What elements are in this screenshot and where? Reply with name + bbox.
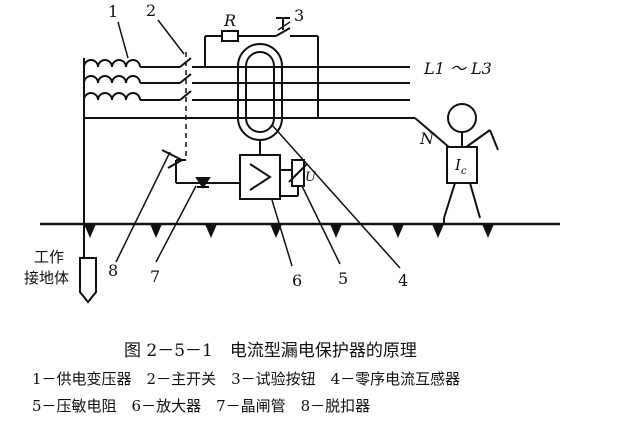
label-ct: 4: [398, 271, 408, 290]
label-neutral: N: [419, 129, 435, 148]
label-current: Ic: [454, 156, 467, 177]
label-ground-body-1: 工作: [34, 248, 64, 266]
transformer-coils: [83, 58, 141, 222]
main-switch: [179, 52, 192, 160]
amplifier: [239, 154, 292, 200]
label-button: 3: [294, 6, 304, 25]
label-ground-body-2: 接地体: [24, 269, 69, 287]
legend-line-2: 5－压敏电阻 6－放大器 7－晶闸管 8－脱扣器: [32, 397, 371, 415]
varistor: [280, 159, 308, 197]
diagram-labels: 1 2 3 4 5 6 7 8 R L1 ～ L3 N U Ic 工作 接地体: [24, 1, 492, 290]
ground-line: [40, 222, 560, 258]
legend-line-1: 1－供电变压器 2－主开关 3－试验按钮 4－零序电流互感器: [32, 370, 461, 388]
label-varistor: 5: [338, 269, 348, 288]
label-transformer: 1: [108, 2, 118, 21]
label-voltage: U: [305, 170, 317, 185]
label-amplifier: 6: [292, 271, 302, 290]
test-circuit: [204, 17, 319, 118]
figure-caption: 图 2－5－1 电流型漏电保护器的原理: [124, 341, 417, 361]
trip-release: [161, 149, 186, 183]
pointer-lines: [115, 19, 401, 269]
label-lines: L1 ～ L3: [423, 59, 492, 78]
label-switch: 2: [146, 1, 156, 20]
ground-hatch: [84, 224, 494, 238]
person-figure: [443, 103, 499, 224]
zero-sequence-ct: [237, 43, 283, 155]
thyristor: [176, 177, 240, 189]
label-thyristor: 7: [150, 267, 160, 286]
neutral-conductor: [84, 117, 451, 149]
label-resistor: R: [223, 11, 236, 30]
label-trip: 8: [108, 261, 118, 280]
line-conductors: [140, 66, 410, 101]
ground-electrode: [79, 257, 97, 304]
